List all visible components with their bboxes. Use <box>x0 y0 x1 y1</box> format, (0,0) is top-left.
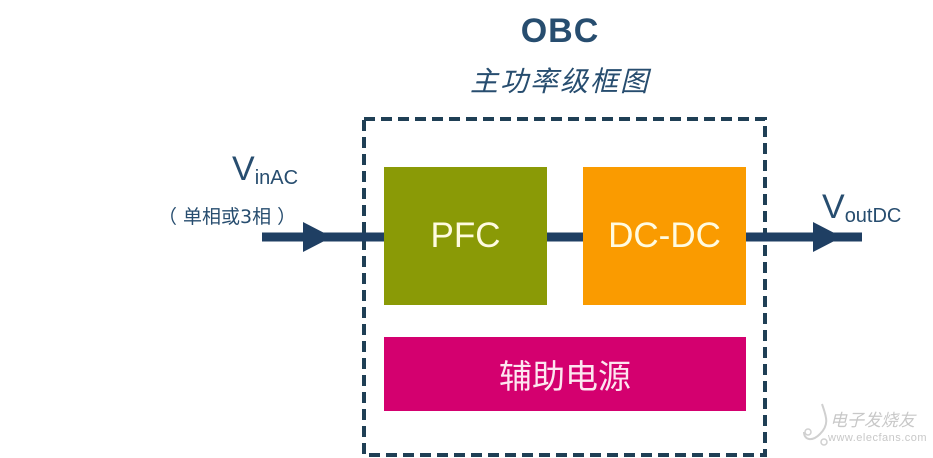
watermark-name: 电子发烧友 <box>830 411 915 431</box>
pfc-block: PFC <box>384 167 547 305</box>
dcdc-block-label: DC-DC <box>608 216 721 255</box>
input-arrowhead-icon <box>303 222 332 252</box>
obc-frame <box>362 117 767 457</box>
output-voltage-symbol: V <box>822 188 845 226</box>
output-arrowhead-icon <box>813 222 842 252</box>
diagram-subtitle: 主功率级框图 <box>469 65 650 98</box>
input-voltage-symbol: V <box>232 150 255 188</box>
input-voltage-subscript: inAC <box>254 167 299 189</box>
dcdc-block: DC-DC <box>583 167 746 305</box>
output-voltage-subscript: outDC <box>844 205 902 227</box>
aux-power-block-label: 辅助电源 <box>499 357 631 396</box>
input-phase-note: （ 单相或3相 ） <box>158 206 297 228</box>
watermark-url: www.elecfans.com <box>828 432 928 444</box>
aux-power-block: 辅助电源 <box>384 337 746 411</box>
diagram-title: OBC <box>520 12 600 50</box>
output-voltage-label: VoutDC <box>822 188 901 228</box>
watermark-logo-icon <box>803 403 828 446</box>
watermark: 电子发烧友 www.elecfans.com <box>800 402 930 454</box>
input-voltage-label: VinAC <box>232 150 298 190</box>
pfc-block-label: PFC <box>430 216 501 255</box>
